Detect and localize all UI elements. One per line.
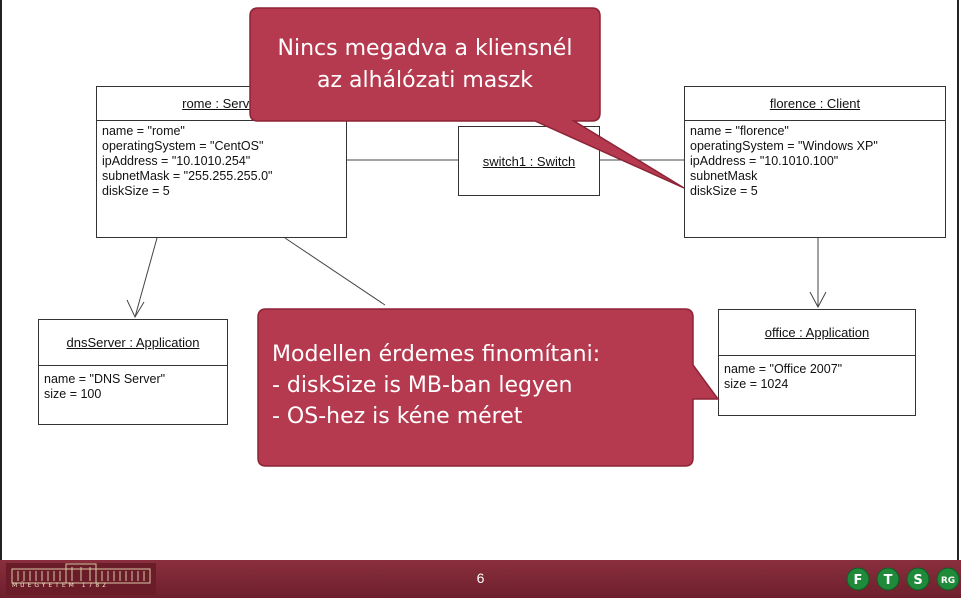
arrowhead-dnsserver: [126, 299, 145, 319]
diagram-links: [126, 159, 827, 319]
attribute: name = "rome": [102, 124, 185, 138]
attribute: diskSize = 5: [102, 184, 170, 198]
logo-letter: RG: [941, 576, 955, 586]
attribute: subnetMask: [690, 169, 758, 183]
university-building-logo: [6, 563, 156, 595]
object-attributes: name = "DNS Server" size = 100: [39, 366, 227, 405]
callout-line: - diskSize is MB-ban legyen: [272, 373, 573, 398]
slide-frame: [0, 0, 959, 560]
ftsrg-logo: F T S RG: [846, 567, 960, 591]
attribute: name = "florence": [690, 124, 789, 138]
logo-circle-rg: RG: [936, 567, 960, 591]
object-title: office : Application: [719, 310, 915, 356]
logo-letter: F: [854, 573, 863, 588]
logo-circle-t: T: [876, 567, 900, 591]
callout-line: Modellen érdemes finomítani:: [272, 342, 601, 367]
logo-letter: S: [913, 573, 922, 588]
callout-line: Nincs megadva a kliensnél: [277, 36, 573, 61]
object-office: office : Application name = "Office 2007…: [718, 309, 916, 416]
callout-top-text: Nincs megadva a kliensnél az alhálózati …: [250, 33, 600, 97]
attribute: name = "Office 2007": [724, 362, 843, 376]
object-title: switch1 : Switch: [482, 153, 576, 169]
slide-footer: MŰEGYETEM 1782 6 F T S RG: [0, 560, 961, 598]
attribute: size = 100: [44, 387, 102, 401]
arrowhead-office: [809, 291, 827, 309]
attribute: subnetMask = "255.255.255.0": [102, 169, 273, 183]
logo-letter: T: [884, 573, 893, 588]
object-title: rome : Server: [97, 87, 346, 121]
callout-bottom-text: Modellen érdemes finomítani: - diskSize …: [272, 339, 692, 432]
logo-circle-f: F: [846, 567, 870, 591]
callout-shapes: [249, 7, 720, 467]
object-florence: florence : Client name = "florence" oper…: [684, 86, 946, 238]
object-attributes: name = "florence" operatingSystem = "Win…: [685, 121, 945, 202]
object-dnsserver: dnsServer : Application name = "DNS Serv…: [38, 319, 228, 425]
callout-line: - OS-hez is kéne méret: [272, 404, 523, 429]
object-title: florence : Client: [685, 87, 945, 121]
object-attributes: name = "rome" operatingSystem = "CentOS"…: [97, 121, 346, 202]
callout-bottom-shape: [257, 308, 720, 467]
logo-circle-s: S: [906, 567, 930, 591]
attribute: size = 1024: [724, 377, 789, 391]
object-attributes: name = "Office 2007" size = 1024: [719, 356, 915, 395]
page-number: 6: [476, 570, 485, 586]
callout-top-shape: [249, 7, 685, 189]
attribute: operatingSystem = "Windows XP": [690, 139, 878, 153]
object-title: dnsServer : Application: [39, 320, 227, 366]
attribute: operatingSystem = "CentOS": [102, 139, 264, 153]
university-text: MŰEGYETEM 1782: [12, 582, 109, 589]
callout-line: az alhálózati maszk: [316, 68, 534, 93]
attribute: name = "DNS Server": [44, 372, 166, 386]
attribute: ipAddress = "10.1010.100": [690, 154, 839, 168]
attribute: diskSize = 5: [690, 184, 758, 198]
attribute: ipAddress = "10.1010.254": [102, 154, 251, 168]
link-rome-other: [284, 237, 386, 306]
link-rome-dnsserver: [134, 237, 158, 318]
